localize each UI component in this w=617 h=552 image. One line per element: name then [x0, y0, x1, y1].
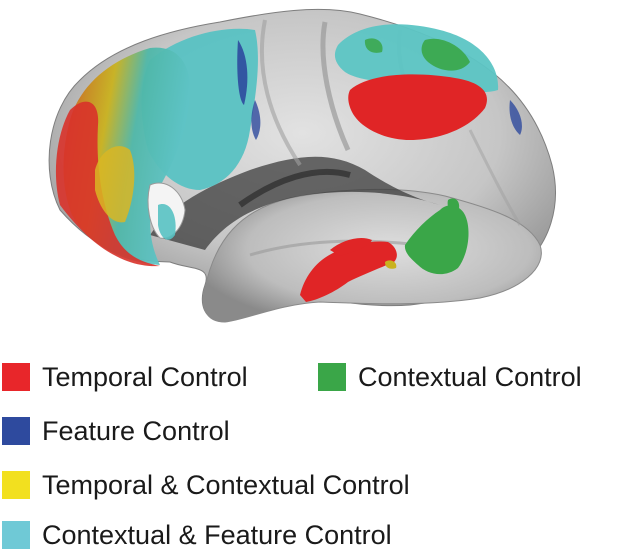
legend-swatch-contextual-feature-control	[2, 521, 30, 549]
temporal-lobe-temporal-region	[300, 241, 397, 302]
legend-label-temporal-control: Temporal Control	[42, 361, 248, 392]
central-sulcus	[320, 21, 351, 152]
legend-item-contextual-feature-control: Contextual & Feature Control	[2, 518, 392, 552]
parietal-contextual-region	[421, 38, 470, 71]
legend-item-temporal-contextual-control: Temporal & Contextual Control	[2, 468, 410, 502]
parietal-temporal-region	[348, 74, 487, 140]
legend-swatch-temporal-control	[2, 363, 30, 391]
legend-label-contextual-control: Contextual Control	[358, 361, 582, 392]
legend-label-feature-control: Feature Control	[42, 415, 230, 446]
temporal-lobe-contextual-region	[404, 205, 469, 275]
sylvian-fissure	[150, 156, 440, 250]
legend-item-temporal-control: Temporal Control	[2, 360, 248, 394]
feature-control-edge	[237, 40, 248, 105]
legend-swatch-feature-control	[2, 417, 30, 445]
legend-label-contextual-feature-control: Contextual & Feature Control	[42, 519, 392, 550]
legend-swatch-temporal-contextual-control	[2, 471, 30, 499]
frontal-temporal-region	[55, 101, 161, 267]
frontal-temporal-contextual-region	[95, 146, 135, 223]
brain-surface-render	[48, 8, 556, 323]
legend-item-contextual-control: Contextual Control	[318, 360, 582, 394]
legend-item-feature-control: Feature Control	[2, 414, 230, 448]
legend-label-temporal-contextual-control: Temporal & Contextual Control	[42, 469, 410, 500]
legend-swatch-contextual-control	[318, 363, 346, 391]
